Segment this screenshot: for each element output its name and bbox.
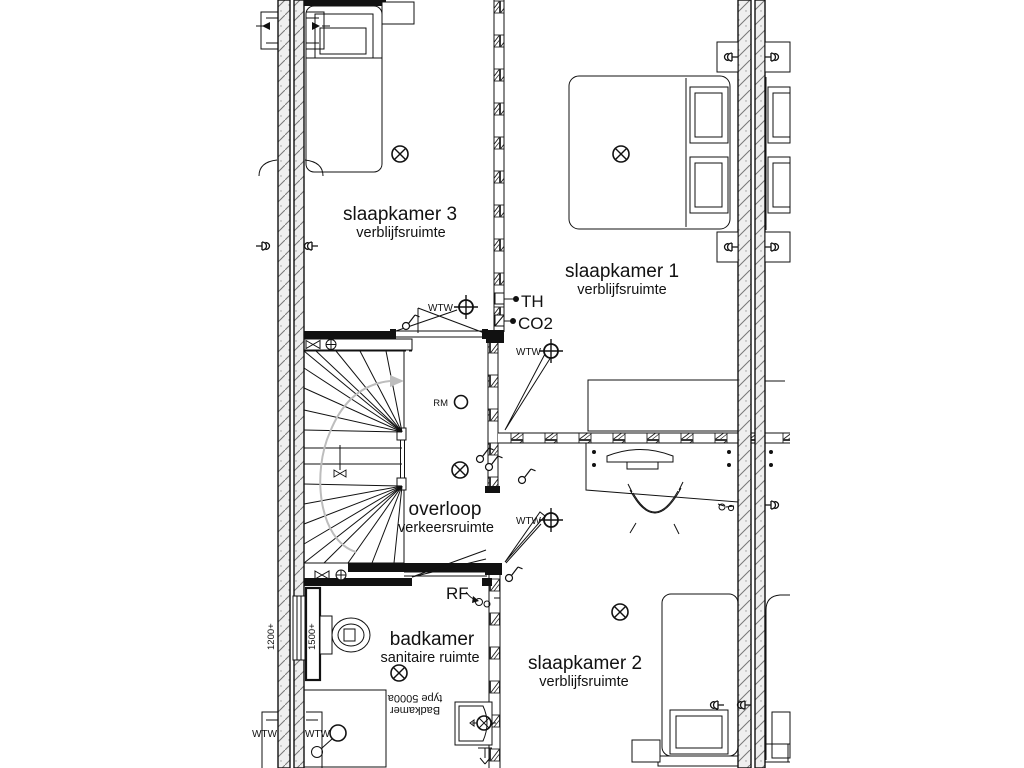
co2-sensor-device bbox=[494, 314, 516, 327]
bed-slaapkamer2 bbox=[657, 593, 743, 767]
stair-walkline bbox=[319, 380, 391, 553]
room-type-badkamer: sanitaire ruimte bbox=[380, 650, 479, 666]
nightstand-slaapkamer3 bbox=[381, 1, 415, 25]
wtw-label-shower: WTW bbox=[305, 729, 331, 740]
ventilation-valve-icon bbox=[453, 294, 479, 320]
desk-slaapkamer2 bbox=[585, 442, 739, 512]
room-type-overloop: verkeersruimte bbox=[398, 520, 494, 536]
ceiling-light-icon bbox=[390, 664, 408, 682]
rf-device bbox=[465, 591, 500, 608]
bed-slaapkamer1 bbox=[568, 75, 731, 230]
socket-icon bbox=[255, 241, 271, 251]
svg-text:Badkamer: Badkamer bbox=[390, 704, 440, 716]
dresser-slaapkamer1 bbox=[587, 379, 739, 432]
socket-icon bbox=[303, 241, 319, 251]
wall-light-icon bbox=[469, 715, 496, 731]
window-frame-top-left bbox=[256, 11, 330, 50]
ceiling-light-icon bbox=[451, 461, 469, 479]
smoke-detector-icon bbox=[453, 394, 469, 410]
window-frame-bottom-left bbox=[261, 711, 323, 768]
ceiling-light-icon bbox=[391, 145, 409, 163]
stair-walkline-arrow bbox=[390, 375, 404, 387]
room-label-slaapkamer3: slaapkamer 3 bbox=[343, 204, 457, 225]
nightstand-slaapkamer2 bbox=[631, 739, 661, 763]
room-type-slaapkamer3: verblijfsruimte bbox=[356, 225, 445, 241]
exterior-walls bbox=[256, 0, 766, 768]
washbasin bbox=[454, 701, 493, 765]
thermostat-label: TH bbox=[521, 292, 544, 311]
co2-label: CO2 bbox=[518, 314, 553, 333]
light-switch-icon bbox=[401, 314, 421, 331]
light-switch-icon bbox=[517, 468, 537, 485]
wtw-label: WTW bbox=[516, 516, 542, 527]
staircase bbox=[303, 350, 407, 564]
door-slaapkamer2-leaf bbox=[504, 511, 546, 563]
neighbour-fragments bbox=[716, 41, 791, 763]
left-facade-inner-leaf bbox=[293, 0, 305, 768]
bath-type-note: Badkamer type 5000a bbox=[387, 692, 442, 716]
wtw-label: WTW bbox=[428, 303, 454, 314]
stair-treads-lower bbox=[303, 483, 403, 564]
sill-dimension-1500: 1500+ bbox=[307, 623, 318, 650]
wall-end-arcs bbox=[258, 159, 324, 177]
room-label-overloop: overloop bbox=[409, 499, 482, 520]
party-wall-right-leaf bbox=[754, 0, 766, 768]
electrical-symbols bbox=[255, 145, 725, 731]
door-slaapkamer1-leaf bbox=[504, 351, 552, 431]
sill-dimension-1200: 1200+ bbox=[266, 623, 277, 650]
duct-valve-icon bbox=[314, 570, 330, 580]
smoke-detector-label: RM bbox=[433, 398, 448, 409]
room-label-slaapkamer1: slaapkamer 1 bbox=[565, 261, 679, 282]
furniture bbox=[303, 0, 743, 768]
stair-treads-upper bbox=[303, 350, 403, 433]
room-type-slaapkamer2: verblijfsruimte bbox=[539, 674, 628, 690]
shower bbox=[303, 689, 387, 768]
ceiling-light-icon bbox=[612, 145, 630, 163]
light-switch-icon bbox=[504, 566, 524, 583]
ceiling-light-icon bbox=[611, 603, 629, 621]
rf-label: RF bbox=[446, 584, 469, 603]
badkamer-window bbox=[292, 595, 306, 661]
chair-slaapkamer2 bbox=[627, 481, 684, 535]
bed-slaapkamer3 bbox=[304, 0, 386, 173]
thermostat-device bbox=[494, 292, 519, 305]
ventilation-valve-icon bbox=[538, 507, 564, 533]
svg-text:type 5000a: type 5000a bbox=[387, 692, 442, 704]
room-type-slaapkamer1: verblijfsruimte bbox=[577, 282, 666, 298]
room-label-badkamer: badkamer bbox=[390, 629, 475, 650]
room-label-slaapkamer2: slaapkamer 2 bbox=[528, 653, 642, 674]
door-badkamer-leaf bbox=[411, 549, 487, 578]
wtw-label: WTW bbox=[516, 347, 542, 358]
party-wall-left-leaf bbox=[737, 0, 752, 768]
toilet bbox=[319, 615, 371, 655]
wtw-label-mirrored: WTW bbox=[251, 729, 277, 740]
text-labels: slaapkamer 3 verblijfsruimte slaapkamer … bbox=[251, 204, 679, 740]
left-facade-outer-leaf bbox=[277, 0, 291, 768]
